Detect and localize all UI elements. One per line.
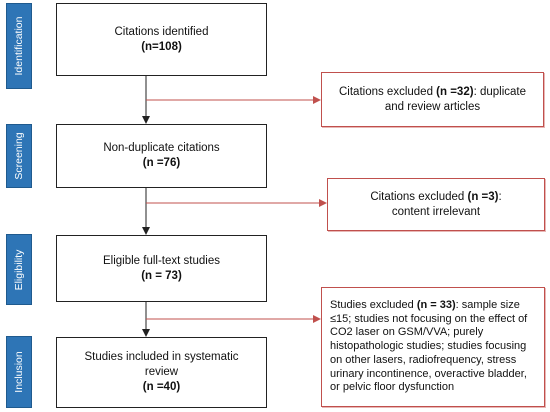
stage-inclusion: Inclusion [6,336,32,408]
box-non-duplicate: Non-duplicate citations (n =76) [56,124,267,188]
box-label: Eligible full-text studies [103,254,220,267]
box-count: (n =40) [142,380,181,393]
box-excluded-duplicates: Citations excluded (n =32): duplicate an… [321,72,544,127]
stage-eligibility: Eligibility [6,234,32,305]
excl-reason: : content irrelevant [391,190,502,218]
box-eligible: Eligible full-text studies (n = 73) [56,235,267,302]
box-count: (n =76) [142,157,181,169]
excl-reason: : duplicate and review articles [384,85,526,113]
stage-screening: Screening [6,124,32,188]
box-count: (n=108) [141,40,182,53]
box-included: Studies included in systematic review (n… [56,337,267,408]
excl-reason: : sample size ≤15; studies not focusing … [330,298,528,394]
excl-prefix: Studies excluded [330,298,417,311]
box-label: Non-duplicate citations [103,142,220,155]
stage-identification: Identification [6,3,32,89]
box-label: Studies included in systematic review [84,351,239,379]
excl-count: (n = 33) [416,298,456,311]
excl-count: (n =3) [467,190,499,203]
box-label: Citations identified [114,25,209,38]
box-count: (n = 73) [141,269,182,282]
box-excluded-irrelevant: Citations excluded (n =3): content irrel… [327,178,545,231]
box-citations-identified: Citations identified (n=108) [56,3,267,76]
box-studies-excluded: Studies excluded (n = 33): sample size ≤… [321,287,545,407]
excl-prefix: Citations excluded [370,190,468,203]
excl-count: (n =32) [436,85,474,98]
excl-prefix: Citations excluded [339,85,437,98]
